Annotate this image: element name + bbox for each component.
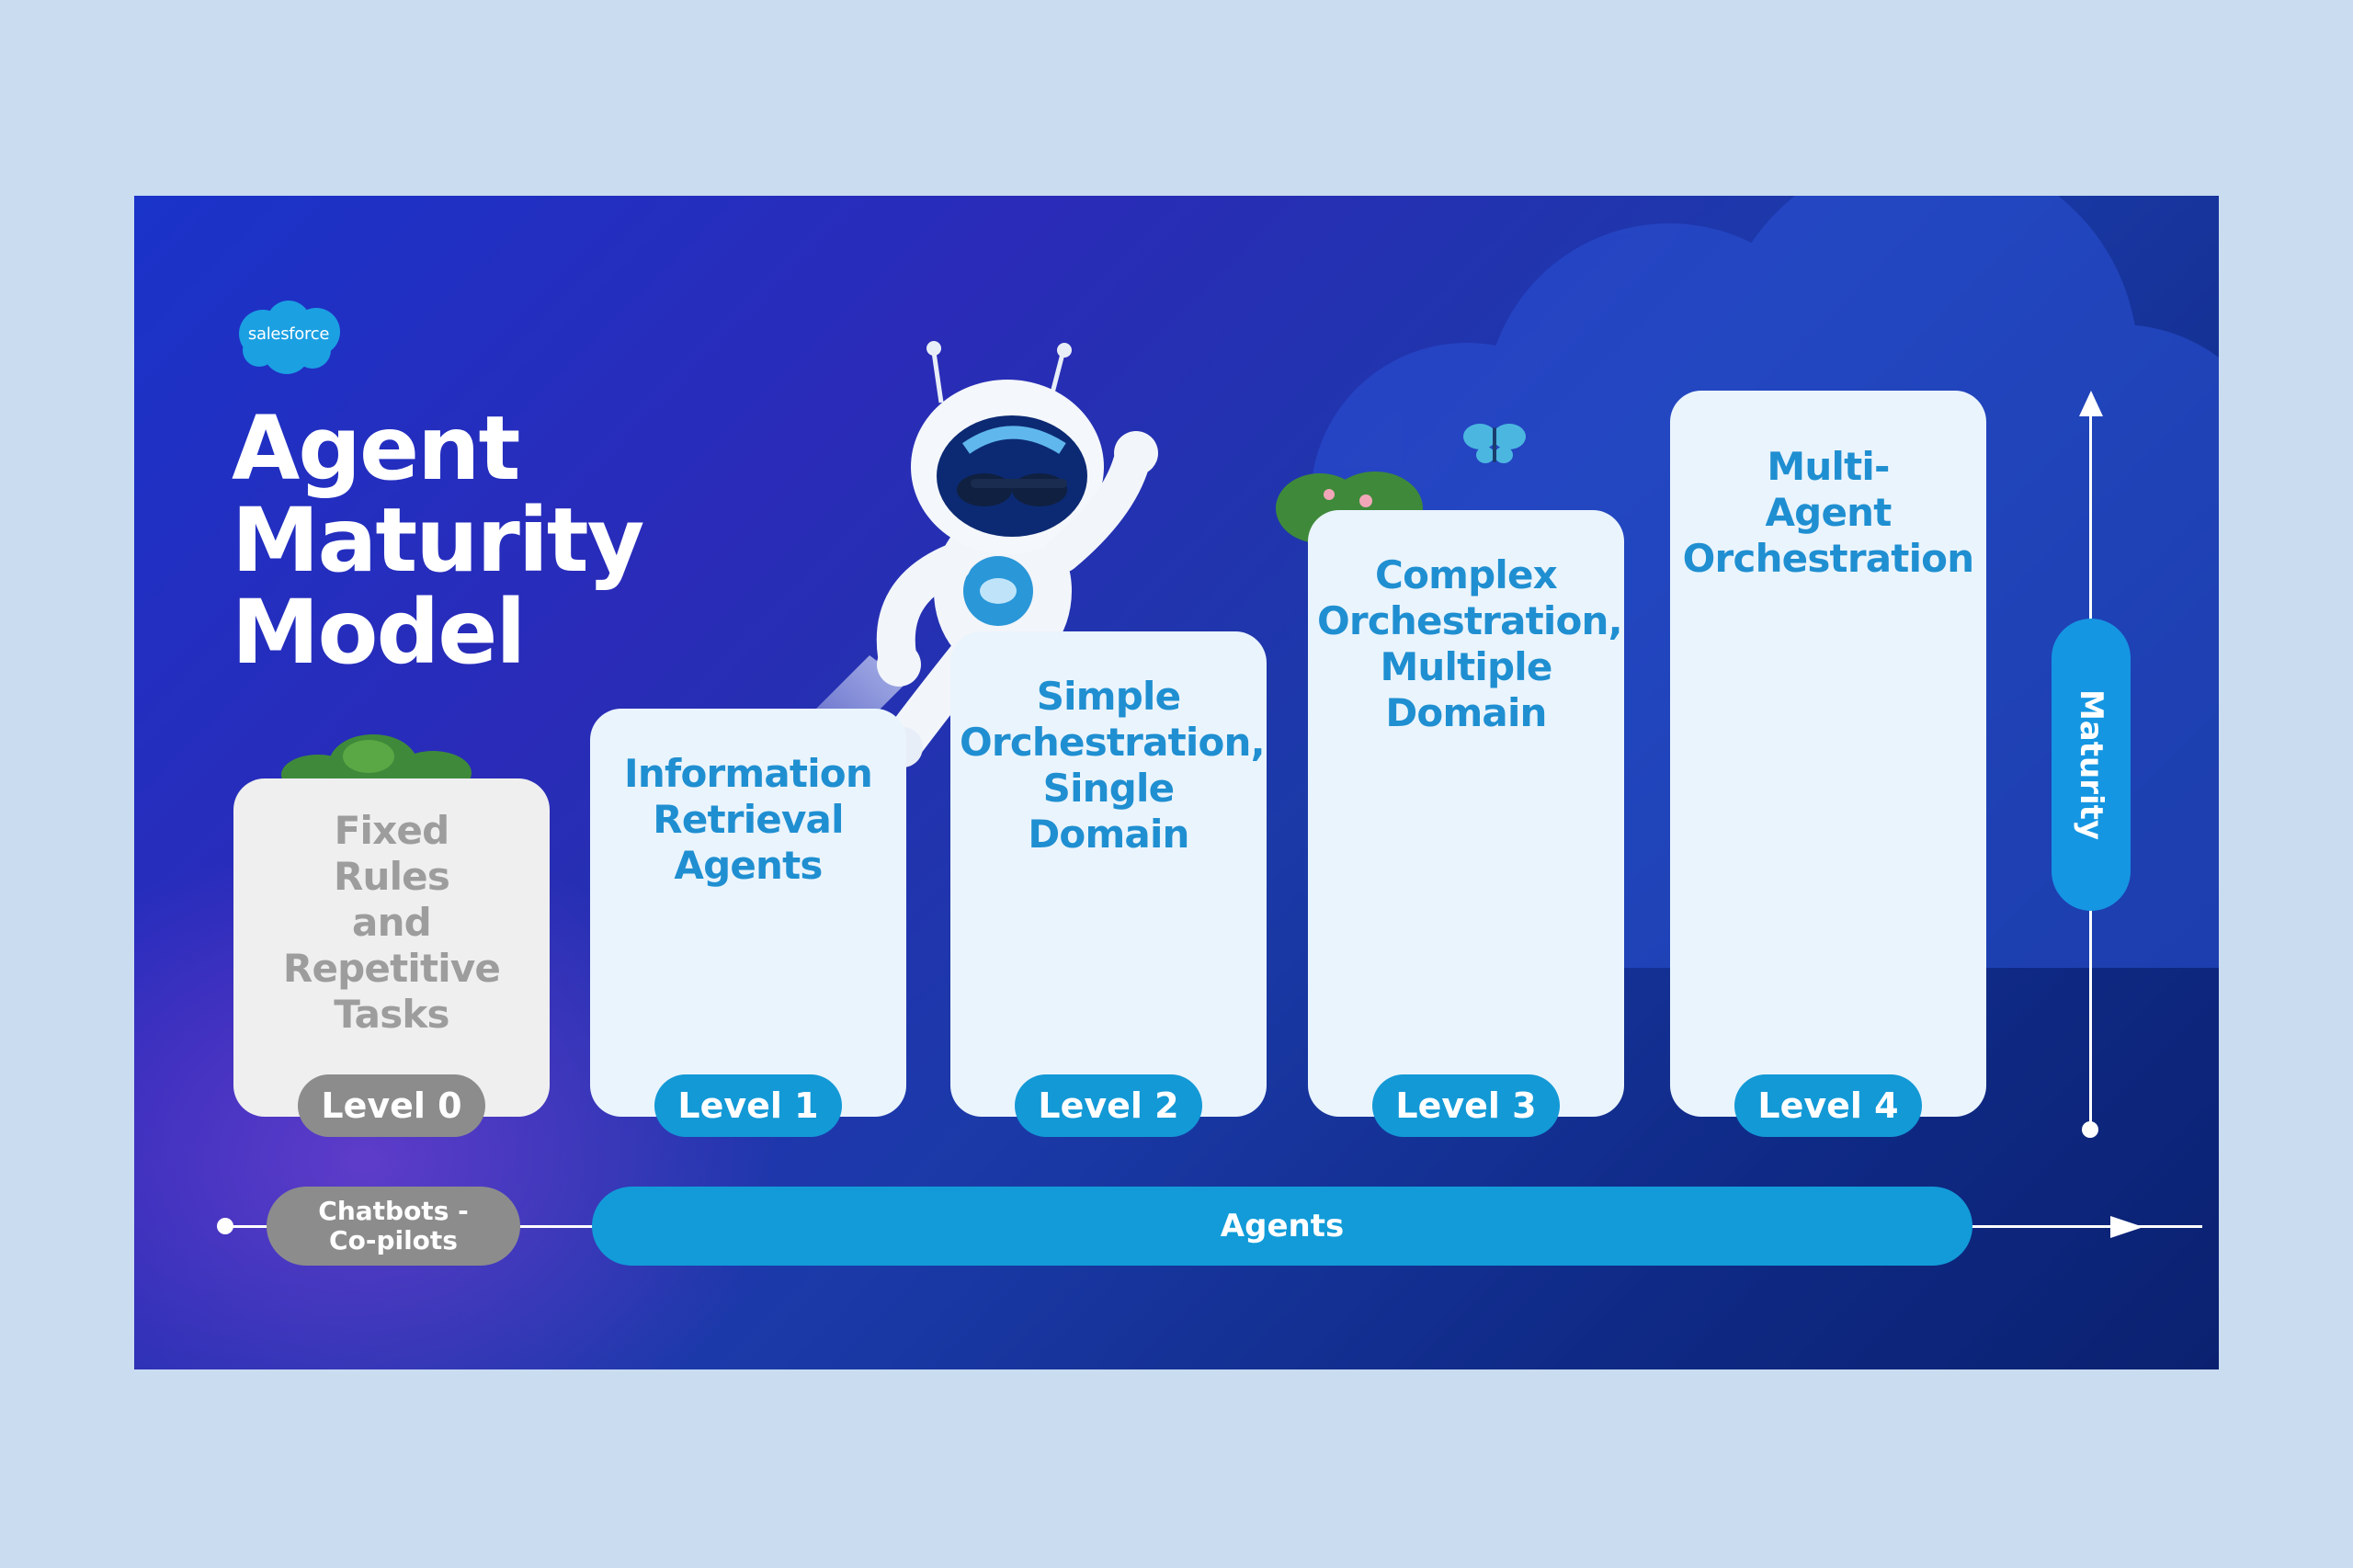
card-label-line: Agent <box>1765 490 1892 535</box>
level-2-card: Simple Orchestration, Single Domain <box>950 631 1267 1117</box>
salesforce-logo: salesforce <box>232 297 346 378</box>
logo-text: salesforce <box>247 324 330 344</box>
level-1-badge: Level 1 <box>654 1074 842 1137</box>
card-label: Complex Orchestration, Multiple Domain <box>1317 552 1623 736</box>
chatbots-copilots-pill: Chatbots - Co-pilots <box>267 1187 520 1266</box>
arrow-right-icon <box>2110 1216 2143 1238</box>
title-line: Agent <box>232 397 520 500</box>
card-label-line: Orchestration <box>1682 536 1974 581</box>
card-label-line: Complex <box>1375 552 1558 597</box>
chatbots-line: Chatbots - <box>318 1196 469 1226</box>
card-label-line: Orchestration, <box>1317 598 1623 643</box>
card-label-line: Tasks <box>334 992 449 1037</box>
level-3-badge: Level 3 <box>1372 1074 1560 1137</box>
level-2-badge: Level 2 <box>1015 1074 1202 1137</box>
level-4-badge: Level 4 <box>1734 1074 1922 1137</box>
agents-bar: Agents <box>592 1187 1972 1266</box>
level-0-card: Fixed Rules and Repetitive Tasks <box>233 778 550 1117</box>
card-label-line: Single <box>1042 766 1176 811</box>
salesforce-cloud-logo-icon <box>239 301 340 374</box>
slide: salesforce Agent Maturity Model <box>134 196 2219 1369</box>
card-label: Simple Orchestration, Single Domain <box>960 674 1266 858</box>
page-title: Agent Maturity Model <box>232 403 710 678</box>
card-label-line: Agents <box>674 843 823 888</box>
card-label-line: Retrieval <box>653 797 844 842</box>
level-1-card: Information Retrieval Agents <box>590 709 906 1117</box>
maturity-label: Maturity <box>2073 688 2109 841</box>
card-label: Fixed Rules and Repetitive Tasks <box>243 808 540 1038</box>
card-label-line: Multi- <box>1767 444 1890 489</box>
card-label-line: Repetitive <box>282 946 501 991</box>
butterfly-icon <box>1463 424 1526 463</box>
title-line: Model <box>232 581 526 684</box>
card-label-line: Information <box>624 751 873 796</box>
level-3-card: Complex Orchestration, Multiple Domain <box>1308 510 1624 1117</box>
card-label-line: Rules <box>333 854 450 899</box>
card-label-line: Multiple <box>1380 644 1552 689</box>
level-4-card: Multi- Agent Orchestration <box>1670 391 1986 1117</box>
card-label-line: Domain <box>1385 690 1547 735</box>
arrow-up-icon <box>2079 391 2103 416</box>
card-label-line: Simple <box>1036 674 1181 719</box>
maturity-label-pill: Maturity <box>2052 619 2131 911</box>
timeline-dot <box>217 1218 233 1234</box>
card-label-line: Orchestration, <box>960 720 1266 765</box>
axis-dot <box>2082 1121 2098 1138</box>
card-label-line: Fixed <box>334 808 450 853</box>
card-label: Information Retrieval Agents <box>599 751 897 889</box>
card-label-line: Domain <box>1028 812 1189 857</box>
card-label: Multi- Agent Orchestration <box>1679 444 1977 582</box>
title-line: Maturity <box>232 489 644 592</box>
card-label-line: and <box>352 900 432 945</box>
chatbots-line: Co-pilots <box>329 1225 458 1256</box>
level-0-badge: Level 0 <box>298 1074 485 1137</box>
